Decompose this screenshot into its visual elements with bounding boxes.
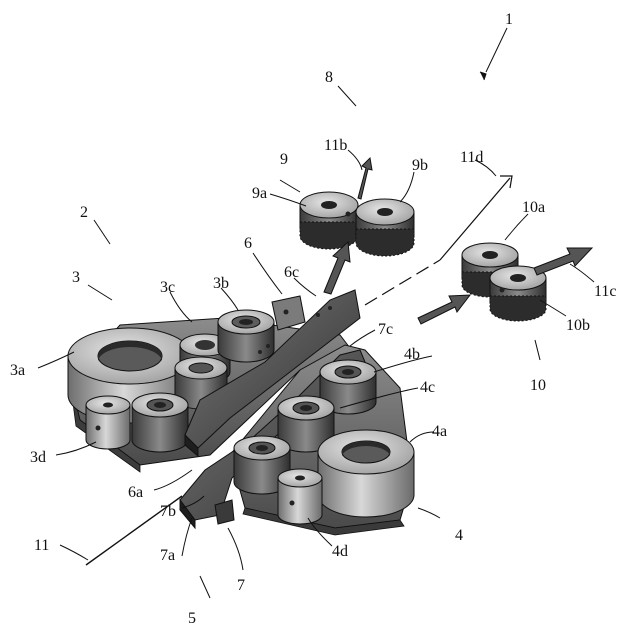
label-4d: 4d (332, 543, 348, 560)
label-4b: 4b (404, 346, 420, 363)
label-10: 10 (530, 377, 546, 394)
label-10a: 10a (522, 199, 545, 216)
label-7a: 7a (160, 547, 175, 564)
label-3: 3 (72, 269, 80, 286)
label-3a: 3a (10, 362, 25, 379)
label-6c: 6c (284, 264, 299, 281)
label-5: 5 (188, 610, 196, 627)
label-9: 9 (280, 151, 288, 168)
label-7b: 7b (160, 503, 176, 520)
label-9b: 9b (412, 157, 428, 174)
gear-left-front (132, 393, 188, 452)
arrow-11c (534, 248, 592, 275)
label-11b: 11b (324, 137, 347, 154)
label-4: 4 (455, 527, 463, 544)
label-11: 11 (34, 537, 49, 554)
label-11d: 11d (460, 149, 483, 166)
pulley-3b (218, 310, 274, 362)
arrow-to-roller-10 (418, 295, 470, 324)
label-3d: 3d (30, 449, 46, 466)
label-6: 6 (244, 235, 252, 252)
label-10b: 10b (566, 317, 590, 334)
label-4c: 4c (420, 379, 435, 396)
label-11c: 11c (594, 283, 617, 300)
pulley-4a (318, 430, 414, 517)
knob-3d (86, 396, 130, 449)
knob-4d (278, 469, 322, 524)
roller-9a (300, 192, 358, 249)
roller-9b (356, 199, 414, 256)
label-4a: 4a (432, 423, 447, 440)
arrow-to-roller-9 (324, 242, 350, 294)
label-3b: 3b (213, 275, 229, 292)
label-7c: 7c (378, 321, 393, 338)
label-1: 1 (505, 11, 513, 28)
label-9a: 9a (252, 185, 267, 202)
label-8: 8 (325, 69, 333, 86)
label-3c: 3c (160, 279, 175, 296)
label-2: 2 (80, 204, 88, 221)
label-7: 7 (237, 577, 245, 594)
label-6a: 6a (128, 484, 143, 501)
